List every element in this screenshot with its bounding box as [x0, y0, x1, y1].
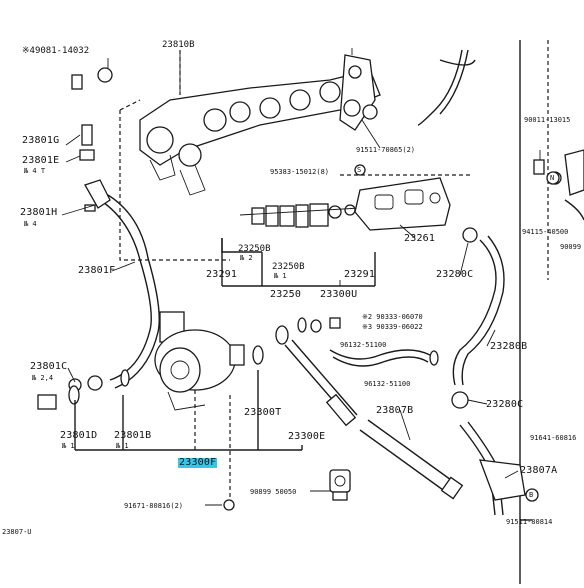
label-23801g: 23801G [22, 135, 60, 146]
label-23261: 23261 [404, 233, 436, 244]
symbol-b: B [529, 491, 534, 499]
fuel-pressure-regulator [154, 311, 245, 411]
label-23807b: 23807B [376, 405, 414, 416]
label-90099: 90099 [560, 243, 582, 251]
label-23801b: 23801B [114, 430, 152, 441]
label-91641: 91641-60816 [530, 434, 577, 442]
label-23250b-b: 23250B [272, 262, 305, 272]
label-23280c-lower: 23280C [486, 399, 524, 410]
label-23250: 23250 [270, 289, 302, 300]
label-23300u: 23300U [320, 289, 358, 300]
label-91671: 91671-80816(2) [124, 502, 184, 510]
label-23801d: 23801D [60, 430, 98, 441]
label-23807a: 23807A [520, 465, 558, 476]
note-23801e: № 4 T [24, 167, 46, 175]
intake-gasket [354, 177, 451, 231]
symbol-s: S [357, 166, 362, 174]
note-23801d: № 1 [62, 442, 75, 450]
label-23801h: 23801H [20, 207, 58, 218]
label-23291-right: 23291 [344, 269, 376, 280]
label-96132-a: 96132-51100 [340, 341, 387, 349]
label-23810b-top: 23810B [162, 40, 195, 50]
note-23801b: № 1 [116, 442, 129, 450]
label-23300t: 23300T [244, 407, 282, 418]
fuel-hose-23807b [359, 419, 464, 500]
note-23801h: № 4 [24, 220, 37, 228]
label-23807u: 23807-U [2, 528, 32, 536]
label-23300e: 23300E [288, 431, 326, 442]
note-23801c: № 2,4 [32, 374, 54, 382]
label-95383: 95383-15012(8) [270, 168, 330, 176]
label-23300f-highlighted[interactable]: 23300F [178, 457, 218, 468]
fuel-hose-23807a [459, 421, 526, 516]
note-23250b-a: № 2 [240, 254, 253, 262]
label-96132-b: 96132-51100 [364, 380, 411, 388]
label-90899: 90899 50050 [250, 488, 297, 496]
label-23801e: 23801E [22, 155, 60, 166]
label-23280c: 23280C [436, 269, 474, 280]
label-91511-top: 91511-70865(2) [356, 146, 416, 154]
label-23291-left: 23291 [206, 269, 238, 280]
label-23801c: 23801C [30, 361, 68, 372]
hose-clamp-lower [451, 391, 469, 409]
symbol-n: N [550, 174, 555, 182]
label-91511-bottom: 91511-80814 [506, 518, 553, 526]
label-94115: 94115-40500 [522, 228, 569, 236]
return-pipe [275, 317, 358, 427]
hose-clamp-upper [462, 227, 478, 243]
label-90333: ※2 90333-06070 [362, 313, 423, 321]
label-49081: ※49081-14032 [22, 46, 90, 56]
fuel-delivery-pipe [139, 54, 381, 196]
note-23250b-b: № 1 [274, 272, 287, 280]
union-bolts-left [37, 67, 130, 410]
bottom-union [329, 469, 351, 501]
label-23250b-a: 23250B [238, 244, 271, 254]
injector-group [239, 203, 361, 228]
label-90339: ※3 90339-06022 [362, 323, 423, 331]
leader-lines [61, 48, 519, 506]
label-23801f: 23801F [78, 265, 116, 276]
label-90011: 90011-13015 [524, 116, 571, 124]
label-23280b: 23280B [490, 341, 528, 352]
